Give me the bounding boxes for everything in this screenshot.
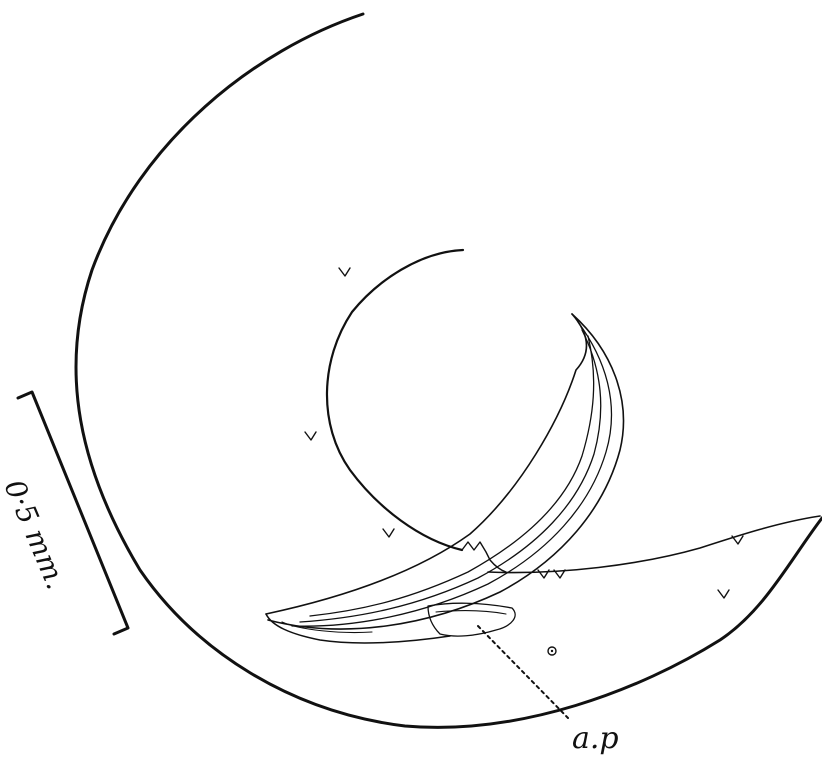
attachment-plate	[428, 603, 515, 636]
curved-spine	[266, 314, 623, 629]
scale-bar-label: 0·5 mm.	[0, 475, 73, 594]
inner-arc	[327, 250, 463, 550]
outer-outline	[76, 14, 822, 727]
chevron-mark	[339, 268, 350, 276]
chevron-mark	[305, 432, 316, 440]
chevron-mark	[383, 529, 394, 537]
spine-tip-inner	[282, 622, 372, 633]
circle-marker-dot	[551, 650, 553, 652]
jagged-junction	[462, 542, 506, 572]
chevron-mark	[718, 590, 729, 598]
chevron-mark	[732, 536, 743, 544]
pointer-line	[478, 626, 568, 718]
pointer-label: a.p	[572, 721, 619, 756]
lower-lobe-edge	[488, 516, 820, 573]
